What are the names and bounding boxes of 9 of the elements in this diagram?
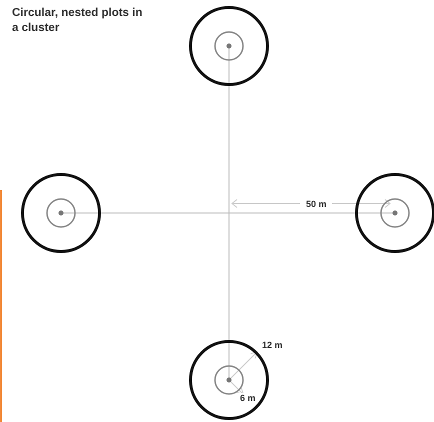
plot-drawing: [355, 173, 434, 253]
connector-line: [100, 212, 356, 214]
plot-drawing: [21, 173, 101, 253]
dimension-label: 6 m: [238, 393, 258, 403]
connector-line: [228, 86, 230, 340]
dimension-label: 50 m: [304, 199, 329, 209]
title: Circular, nested plots in a cluster: [12, 6, 144, 36]
dimension-label: 12 m: [260, 340, 285, 350]
plot-drawing: [189, 6, 269, 86]
